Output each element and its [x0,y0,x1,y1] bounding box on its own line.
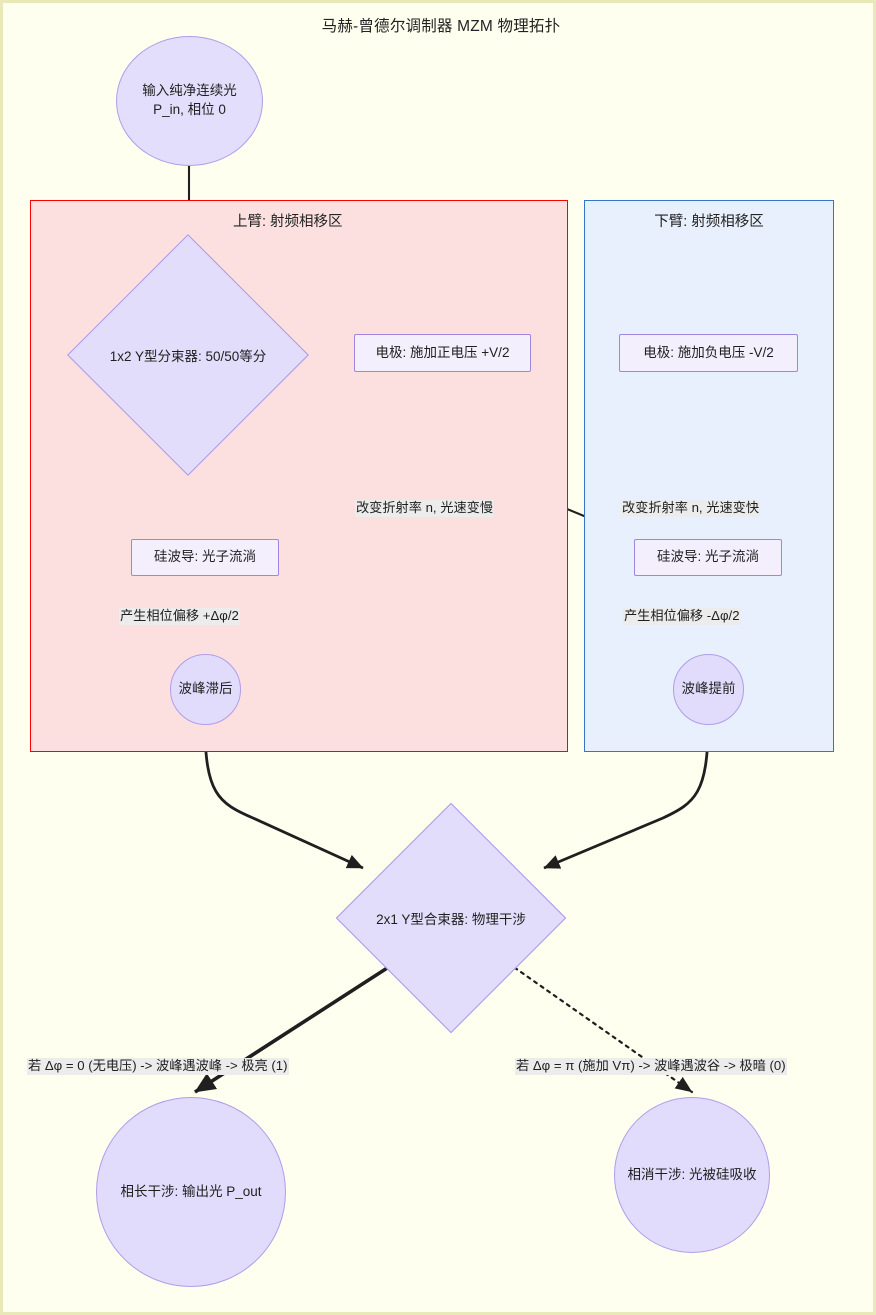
node-electrode-upper[interactable]: 电极: 施加正电压 +V/2 [354,334,531,372]
node-electrode-upper-label: 电极: 施加正电压 +V/2 [375,344,510,360]
edge-label-index-upper: 改变折射率 n, 光速变慢 [355,500,495,517]
node-waveguide-upper-label: 硅波导: 光子流淌 [153,549,256,565]
node-input-light-line1: 输入纯净连续光 [142,83,237,99]
node-splitter-label: 1x2 Y型分束器: 50/50等分 [109,349,267,364]
edge-label-phase-lower: 产生相位偏移 -Δφ/2 [623,608,741,625]
node-waveguide-lower-label: 硅波导: 光子流淌 [656,549,759,565]
node-destructive-interference-label: 相消干涉: 光被硅吸收 [627,1166,757,1182]
edge-label-phase-upper: 产生相位偏移 +Δφ/2 [119,608,240,625]
node-peak-lag[interactable]: 波峰滞后 [170,654,241,725]
node-destructive-interference[interactable]: 相消干涉: 光被硅吸收 [614,1097,770,1253]
edge-label-result-dark: 若 Δφ = π (施加 Vπ) -> 波峰遇波谷 -> 极暗 (0) [515,1058,787,1075]
node-electrode-lower[interactable]: 电极: 施加负电压 -V/2 [619,334,798,372]
node-peak-lead-label: 波峰提前 [681,681,736,697]
node-electrode-lower-label: 电极: 施加负电压 -V/2 [643,344,774,360]
edge-label-result-bright: 若 Δφ = 0 (无电压) -> 波峰遇波峰 -> 极亮 (1) [27,1058,289,1075]
subgraph-upper-arm: 上臂: 射频相移区 [30,200,568,752]
subgraph-upper-arm-title: 上臂: 射频相移区 [233,214,343,230]
diagram-title: 马赫-曾德尔调制器 MZM 物理拓扑 [321,18,561,35]
node-splitter[interactable]: 1x2 Y型分束器: 50/50等分 [67,234,309,476]
node-waveguide-upper[interactable]: 硅波导: 光子流淌 [131,539,279,576]
node-combiner[interactable]: 2x1 Y型合束器: 物理干涉 [335,802,567,1034]
node-peak-lag-label: 波峰滞后 [178,681,233,697]
node-peak-lead[interactable]: 波峰提前 [673,654,744,725]
node-constructive-interference[interactable]: 相长干涉: 输出光 P_out [96,1097,286,1287]
node-input-light[interactable]: 输入纯净连续光 P_in, 相位 0 [116,36,263,166]
node-constructive-interference-label: 相长干涉: 输出光 P_out [120,1183,262,1199]
edge-label-index-lower: 改变折射率 n, 光速变快 [621,500,761,517]
node-combiner-label: 2x1 Y型合束器: 物理干涉 [376,912,526,927]
node-input-light-line2: P_in, 相位 0 [153,102,226,117]
subgraph-lower-arm-title: 下臂: 射频相移区 [654,214,764,230]
node-waveguide-lower[interactable]: 硅波导: 光子流淌 [634,539,782,576]
